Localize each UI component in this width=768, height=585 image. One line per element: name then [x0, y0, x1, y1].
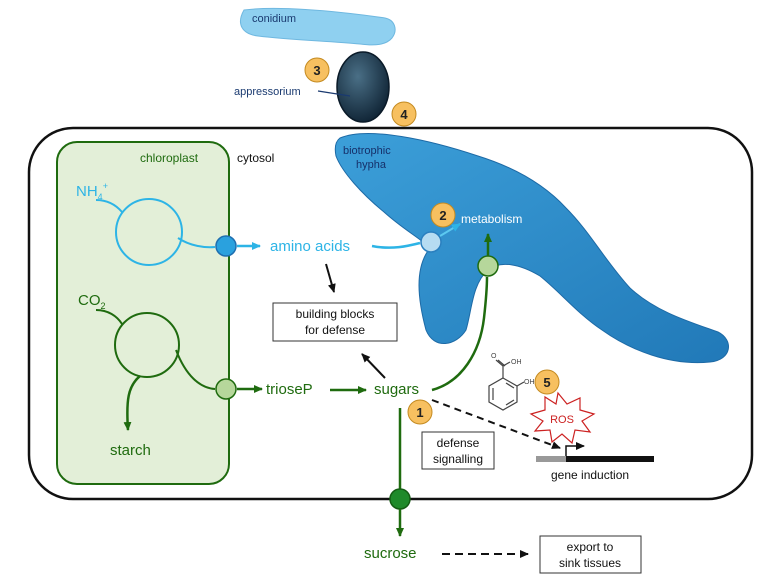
salicylic-acid-icon [488, 359, 525, 411]
triose-label: trioseP [266, 381, 313, 398]
triose-transporter [215, 378, 237, 400]
metabolism-label: metabolism [461, 212, 522, 226]
badge-2-number: 2 [439, 208, 446, 223]
badge-5-number: 5 [543, 375, 550, 390]
amino-acids-label: amino acids [270, 238, 350, 255]
export-box [539, 535, 642, 574]
amino-to-building-blocks-arrow [325, 263, 336, 293]
biotrophic-hypha-label-1: biotrophic [343, 145, 391, 157]
conidium-shape [240, 7, 396, 46]
calvin-cycle-circle [114, 312, 180, 378]
sugars-to-gene-induction-arrow [431, 399, 561, 449]
ros-burst [529, 391, 596, 445]
building-blocks-label-2: for defense [305, 323, 365, 337]
appressorium-pointer [317, 90, 351, 97]
co2-label: CO2 [78, 292, 106, 311]
defense-label-2: signalling [433, 452, 483, 466]
badge-2: 2 [430, 202, 456, 228]
badge-1: 1 [407, 399, 433, 425]
chloroplast-label: chloroplast [140, 151, 199, 165]
export-label-1: export to [567, 540, 614, 554]
starch-label: starch [110, 442, 151, 459]
biotrophic-hypha-label-2: hypha [356, 159, 387, 171]
badge-5: 5 [534, 369, 560, 395]
sugars-label: sugars [374, 381, 419, 398]
badge-3-number: 3 [313, 63, 320, 78]
conidium-label: conidium [252, 13, 296, 25]
salicylic-oh-label-2: OH [524, 379, 535, 386]
defense-label-1: defense [437, 436, 480, 450]
badge-4-number: 4 [400, 107, 408, 122]
building-blocks-box [272, 302, 398, 342]
transcription-start-arrow [565, 442, 585, 456]
cytosol-label: cytosol [237, 151, 274, 165]
defense-signalling-box [421, 431, 495, 470]
badge-1-number: 1 [416, 405, 423, 420]
metabolism-arrow [439, 223, 461, 237]
fungus-amino-acid-transporter [420, 231, 442, 253]
sucrose-label: sucrose [364, 545, 417, 562]
amino-acids-to-fungus-arrow [371, 241, 421, 249]
export-label-2: sink tissues [559, 556, 621, 570]
co2-exit-curve [175, 349, 216, 390]
biotrophic-hypha-shape [334, 133, 729, 364]
starch-arrow [123, 375, 141, 431]
sugars-to-fungus-arrow [431, 276, 489, 392]
sugars-to-building-blocks-arrow [361, 353, 386, 379]
appressorium-label: appressorium [234, 86, 301, 98]
nh4-cycle-circle [115, 198, 183, 266]
co2-entry-curve [95, 309, 123, 325]
salicylic-o-label: O [491, 353, 497, 360]
badge-3: 3 [304, 57, 330, 83]
gene-induction-label: gene induction [551, 468, 629, 482]
nh4-exit-curve [177, 237, 216, 249]
nh4-entry-curve [95, 199, 123, 213]
fungus-sugar-transporter [477, 255, 499, 277]
salicylic-oh-label-1: OH [511, 359, 522, 366]
building-blocks-label-1: building blocks [296, 307, 375, 321]
appressorium-shape [336, 51, 390, 123]
ros-label: ROS [550, 414, 574, 426]
nh4-label: NH4+ [76, 181, 108, 202]
amino-acid-transporter [215, 235, 237, 257]
badge-4: 4 [391, 101, 417, 127]
sucrose-transporter [389, 488, 411, 510]
